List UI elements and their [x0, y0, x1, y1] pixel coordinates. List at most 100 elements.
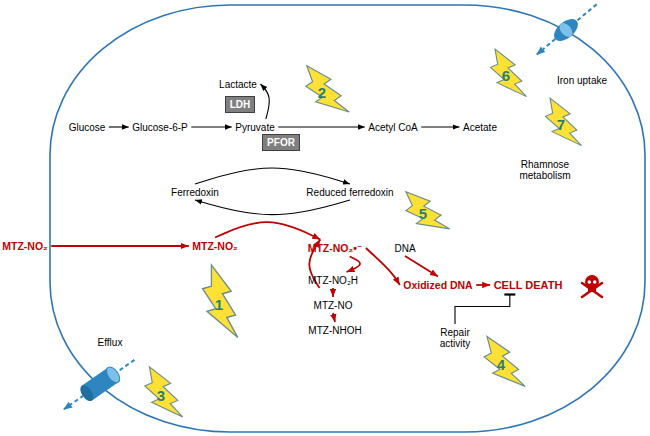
node-text: MTZ-NO [314, 300, 353, 311]
node-text: MTZ-NO₂ [192, 240, 238, 252]
enzyme-box: LDH [225, 96, 256, 113]
node-text: Glucose [69, 122, 106, 133]
dashed-arrow [577, 4, 597, 21]
node-text: LDH [230, 99, 251, 110]
outcome-label: CELL DEATH [492, 278, 565, 292]
node-text: MTZ-NO₂H [308, 275, 358, 286]
drug-label: MTZ-NO₂ [0, 239, 50, 253]
iron-channel [532, 0, 602, 61]
skull-eye [588, 280, 592, 284]
arrow-connector [346, 257, 360, 273]
arrow-connector [476, 284, 490, 286]
pump-end [104, 365, 123, 385]
node-text: MTZ-NO₂•⁻ [308, 242, 363, 254]
node-text: Glucose-6-P [132, 122, 188, 133]
intermediate-label: MTZ-NHOH [306, 324, 363, 337]
dashed-arrow [537, 39, 555, 54]
arrow-connector [195, 200, 350, 215]
label-text: 1 [215, 296, 223, 313]
lightning-bolt [299, 58, 349, 123]
enzyme-box: PFOR [262, 134, 300, 151]
arrow-connector [405, 256, 438, 277]
arrow-connector [215, 222, 320, 239]
damage-label: Oxidized DNA [401, 278, 474, 292]
efflux-pump [59, 353, 140, 417]
callout-number: 2 [318, 84, 326, 101]
cell-membrane [50, 5, 645, 432]
lightning-bolt [399, 182, 450, 243]
node-text: Ferredoxin [171, 187, 219, 198]
drug-label: MTZ-NO₂ [190, 239, 240, 253]
label-text: 2 [318, 84, 326, 101]
label-text: Iron uptake [557, 75, 607, 86]
radical-label: MTZ-NO₂•⁻ [306, 241, 365, 255]
metabolite-label: Glucose-6-P [130, 121, 190, 134]
pump-end [78, 383, 97, 403]
skull-symbol [582, 275, 602, 297]
cofactor-label: Reduced ferredoxin [304, 186, 395, 199]
node-text: Acetate [463, 122, 497, 133]
node-text: Repair activity [431, 327, 479, 350]
lightning-bolt [479, 330, 525, 394]
lightning-bolt [488, 45, 527, 102]
node-text: MTZ-NHOH [308, 325, 361, 336]
metabolite-label: Pyruvate [233, 121, 276, 134]
metabolite-label: Glucose [67, 121, 108, 134]
arrow-connector [191, 126, 231, 127]
arrow-connector [260, 84, 269, 119]
intermediate-label: MTZ-NO₂H [306, 274, 360, 287]
inhibition-connector [455, 295, 510, 325]
label-text: 7 [557, 116, 565, 133]
metabolite-label: Lactacte [217, 78, 259, 91]
dashed-arrow [64, 395, 84, 409]
node-text: MTZ-NO₂ [2, 240, 48, 252]
lightning-bolt [543, 94, 582, 151]
arrow-connector [278, 126, 365, 127]
callout-number: 1 [215, 296, 223, 313]
skull-jaw [588, 287, 596, 292]
skull-head [585, 275, 599, 289]
label-text: 4 [497, 356, 505, 373]
transport-label: Iron uptake [557, 75, 607, 86]
node-text: Pyruvate [235, 122, 274, 133]
cofactor-label: Ferredoxin [169, 186, 221, 199]
arrow-connector [332, 288, 334, 297]
arrow-connector [333, 313, 335, 322]
lightning-bolt [142, 363, 183, 423]
node-text: DNA [394, 243, 415, 254]
node-text: CELL DEATH [494, 279, 563, 291]
label-text: Rhamnose metabolism [509, 159, 581, 182]
callout-number: 7 [557, 116, 565, 133]
arrow-connector [366, 248, 400, 285]
transport-label: Efflux [98, 337, 123, 348]
pathway-label: Rhamnose metabolism [509, 159, 581, 182]
node-text: Lactacte [219, 79, 257, 90]
label-text: 6 [502, 67, 510, 84]
arrow-connector [421, 126, 459, 127]
metabolite-label: Acetate [461, 121, 499, 134]
metabolite-label: Acetyl CoA [366, 121, 419, 134]
label-text: 5 [419, 205, 427, 222]
node-text: Acetyl CoA [368, 122, 417, 133]
dna-label: DNA [392, 242, 417, 255]
label-text: 3 [157, 387, 165, 404]
arrow-connector [51, 245, 189, 247]
callout-number: 4 [497, 356, 505, 373]
callout-number: 3 [157, 387, 165, 404]
channel-pore [557, 21, 575, 40]
node-text: Oxidized DNA [403, 279, 472, 291]
intermediate-label: MTZ-NO [312, 299, 355, 312]
skull-eye [593, 280, 597, 284]
callout-number: 6 [502, 67, 510, 84]
repair-label: Repair activity [429, 326, 481, 351]
arrow-connector [195, 168, 350, 184]
arrow-connector [109, 126, 129, 127]
callout-number: 5 [419, 205, 427, 222]
node-text: Reduced ferredoxin [306, 187, 393, 198]
node-text: PFOR [267, 137, 295, 148]
label-text: Efflux [98, 337, 123, 348]
lightning-bolts [142, 45, 582, 422]
